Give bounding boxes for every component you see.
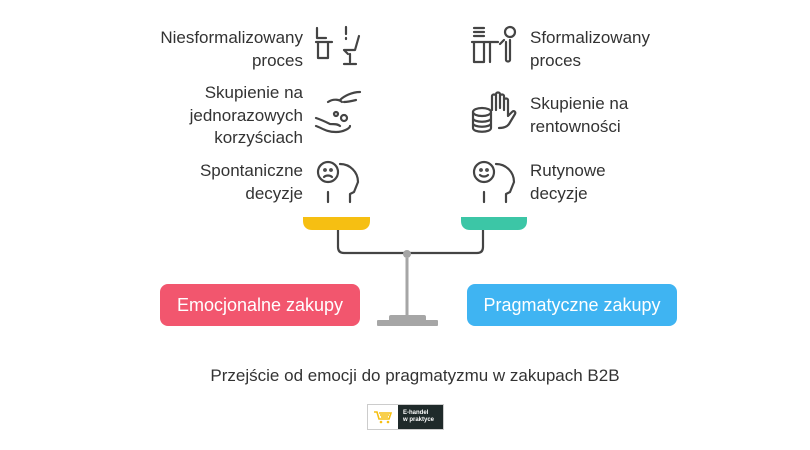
pragmatic-purchases-box: Pragmatyczne zakupy: [467, 284, 677, 326]
cart-icon: [368, 405, 398, 429]
person-at-desk-icon: [470, 24, 518, 72]
label-profitability: Skupienie na rentowności: [530, 93, 628, 138]
sad-head-icon: [314, 158, 362, 206]
label-spontaneous-decisions: Spontaniczne decyzje: [200, 160, 303, 205]
logo-line: E-handel: [403, 410, 429, 416]
scale-pivot: [403, 250, 411, 258]
messy-desk-icon: [314, 24, 362, 72]
emotional-purchases-box: Emocjonalne zakupy: [160, 284, 360, 326]
scale-beam: [336, 230, 485, 255]
label-informal-process: Niesformalizowany proces: [160, 27, 303, 72]
line: korzyściach: [214, 128, 303, 147]
line: proces: [530, 50, 582, 70]
balance-scale: [303, 217, 527, 326]
label-formal-process: Sformalizowany proces: [530, 27, 650, 72]
line: decyzje: [530, 183, 588, 203]
line: Sformalizowany: [530, 28, 650, 47]
happy-head-icon: [470, 158, 518, 206]
label-routine-decisions: Rutynowe decyzje: [530, 160, 606, 205]
line: jednorazowych: [189, 105, 303, 125]
logo-line: w praktyce: [403, 417, 435, 423]
scale-base: [377, 320, 438, 326]
line: Skupienie na: [530, 94, 629, 113]
caption: Przejście od emocji do pragmatyzmu w zak…: [210, 366, 620, 385]
scale-base-top: [389, 315, 426, 320]
line: Rutynowe: [530, 161, 606, 180]
hand-giving-coins-icon: [314, 90, 362, 138]
left-pan: [303, 217, 370, 230]
line: Spontaniczne: [199, 161, 303, 180]
line: Skupienie na: [204, 83, 303, 102]
label-one-time-benefits: Skupienie na jednorazowych korzyściach: [190, 82, 303, 150]
coins-stack-hand-icon: [470, 90, 518, 138]
line: rentowności: [530, 116, 621, 136]
right-pan: [461, 217, 527, 230]
line: proces: [251, 50, 303, 70]
line: Niesformalizowany: [160, 28, 303, 47]
line: decyzje: [245, 183, 303, 203]
